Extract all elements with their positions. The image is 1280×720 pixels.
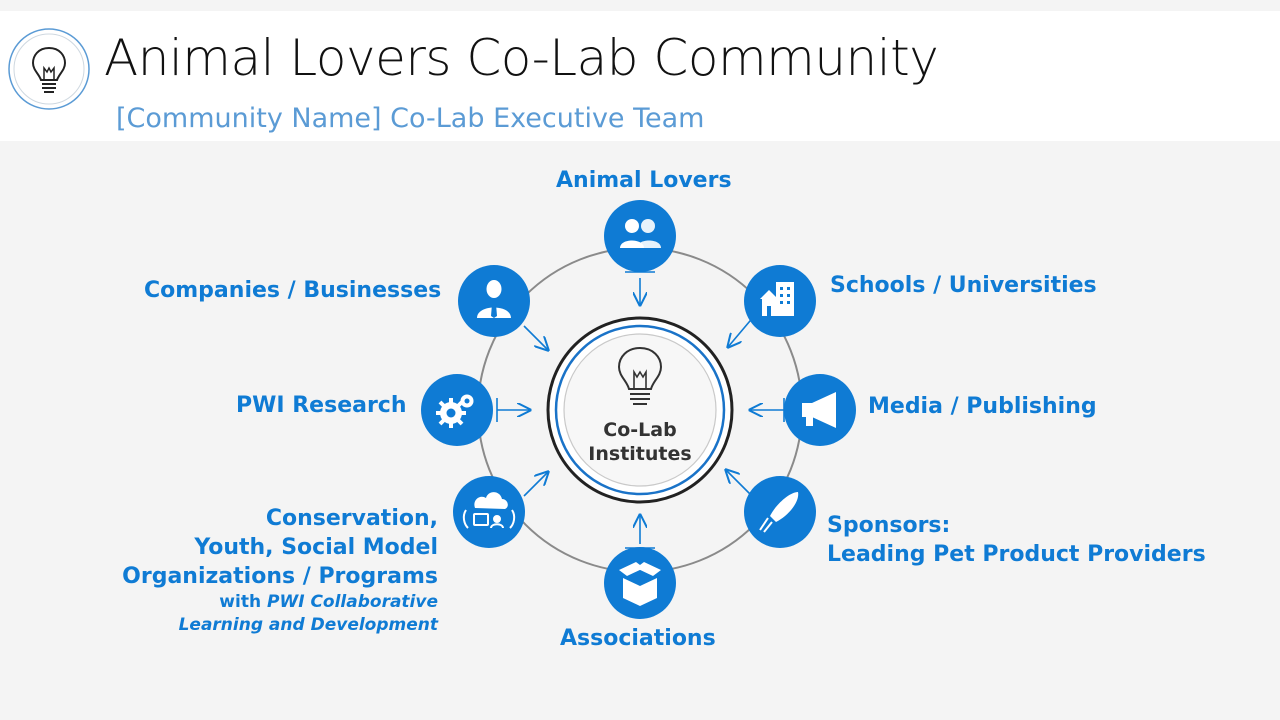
label-conservation: Conservation, Youth, Social Model Organi… bbox=[122, 504, 438, 637]
page-title: Animal Lovers Co-Lab Community bbox=[104, 29, 939, 87]
node-sponsors bbox=[744, 476, 816, 548]
box-icon bbox=[619, 562, 661, 606]
connector-arrows bbox=[496, 271, 785, 549]
label-conservation-note: with PWI Collaborative bbox=[219, 592, 438, 612]
hub-label: Co-Lab Institutes bbox=[560, 418, 720, 466]
label-conservation-line-1: Conservation, bbox=[265, 506, 438, 531]
node-schools bbox=[744, 265, 816, 337]
label-sponsors-line-1: Sponsors: bbox=[827, 513, 951, 538]
node-media bbox=[784, 374, 856, 446]
label-animal-lovers: Animal Lovers bbox=[556, 168, 732, 193]
label-schools: Schools / Universities bbox=[830, 273, 1097, 298]
node-associations bbox=[604, 547, 676, 619]
hub-line-1: Co-Lab bbox=[603, 419, 677, 441]
building-icon bbox=[760, 282, 794, 316]
label-companies: Companies / Businesses bbox=[144, 278, 442, 303]
people-icon bbox=[620, 219, 661, 248]
hub-line-2: Institutes bbox=[588, 443, 692, 465]
label-sponsors: Sponsors: Leading Pet Product Providers bbox=[827, 511, 1206, 569]
node-pwi-research bbox=[421, 374, 493, 446]
label-sponsors-line-2: Leading Pet Product Providers bbox=[827, 542, 1206, 567]
node-conservation bbox=[453, 476, 525, 548]
label-conservation-note-line-2: Learning and Development bbox=[178, 615, 438, 635]
lightbulb-icon bbox=[8, 28, 90, 110]
rocket-icon bbox=[759, 492, 799, 533]
lightbulb-icon bbox=[617, 346, 663, 405]
hub-co-lab-institutes bbox=[546, 316, 734, 504]
page-subtitle: [Community Name] Co-Lab Executive Team bbox=[116, 103, 705, 134]
top-strip bbox=[0, 0, 1280, 11]
arrow-conservation bbox=[523, 472, 548, 497]
arrow-sponsors bbox=[726, 470, 753, 497]
label-media: Media / Publishing bbox=[868, 394, 1097, 419]
node-companies bbox=[458, 265, 530, 337]
megaphone-icon bbox=[802, 392, 836, 428]
header: Animal Lovers Co-Lab Community [Communit… bbox=[0, 11, 1280, 141]
label-conservation-line-3: Organizations / Programs bbox=[122, 564, 438, 589]
label-pwi-research: PWI Research bbox=[236, 393, 407, 418]
node-animal-lovers bbox=[604, 200, 676, 272]
arrow-companies bbox=[523, 325, 548, 350]
label-associations: Associations bbox=[560, 626, 716, 651]
label-conservation-line-2: Youth, Social Model bbox=[194, 535, 438, 560]
cloud-network-icon bbox=[462, 492, 516, 529]
